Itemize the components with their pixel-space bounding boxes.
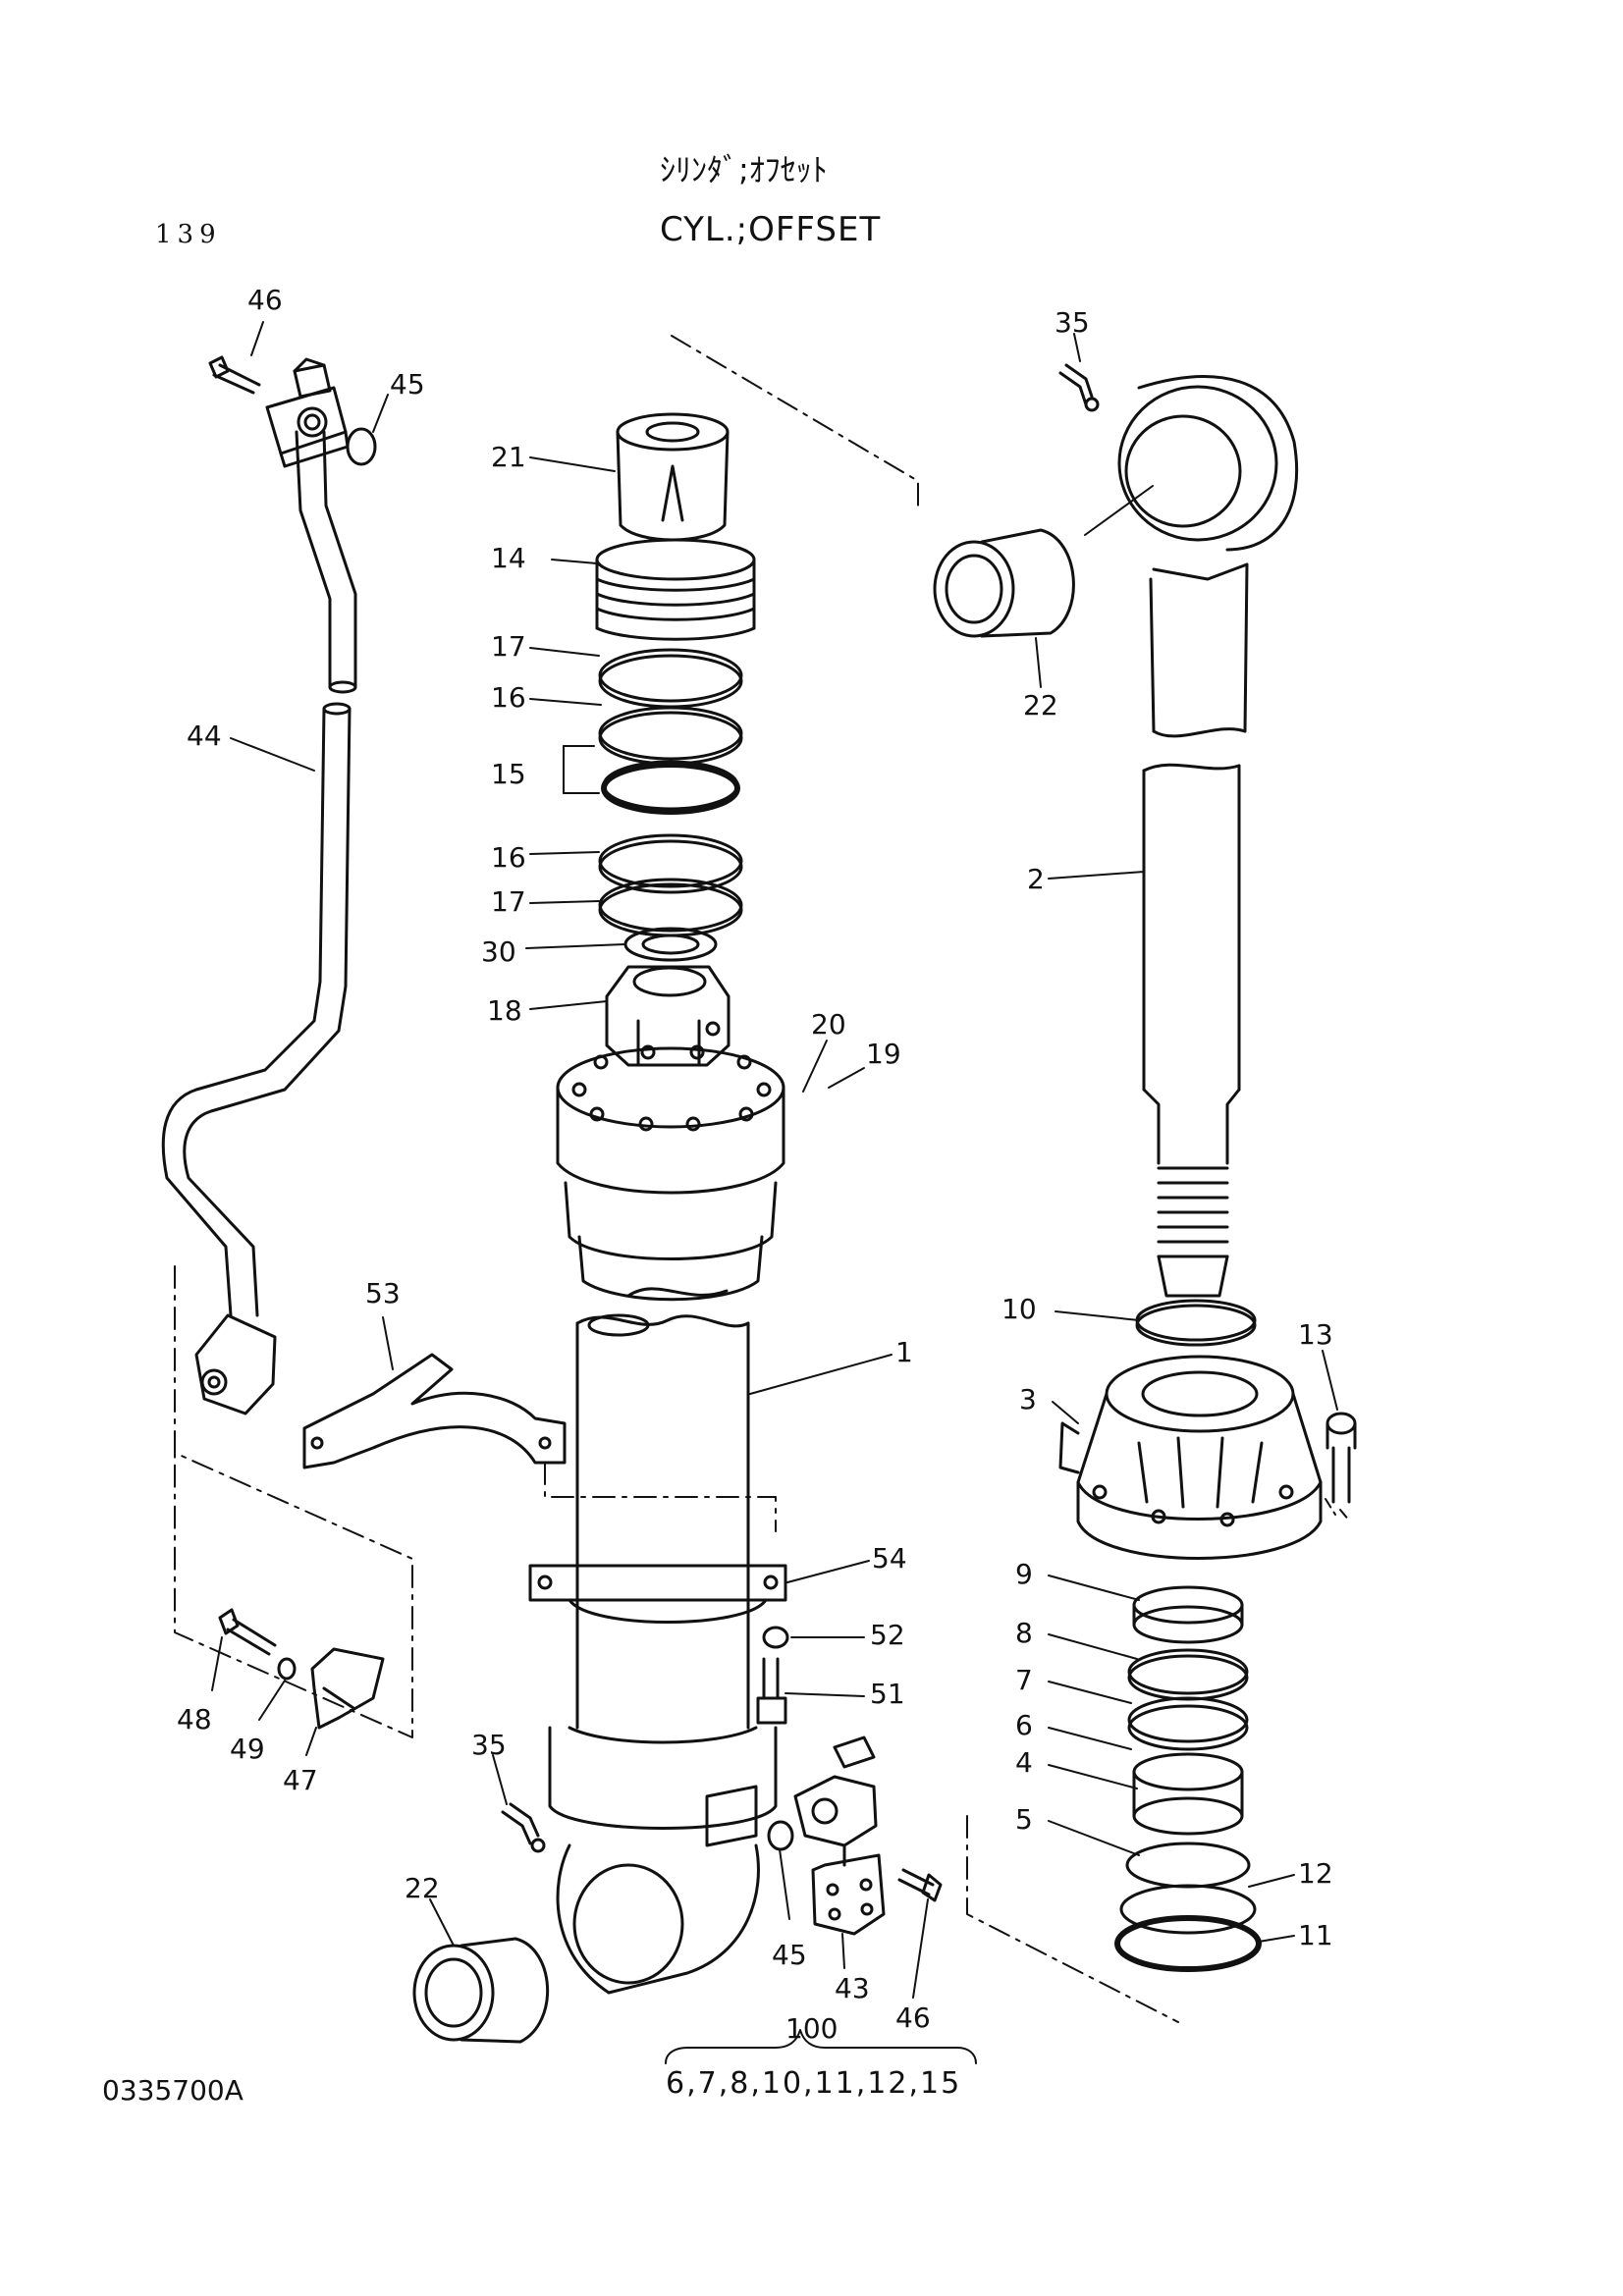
callout-7: 7 (1015, 1664, 1033, 1696)
rod-seal-stack (1114, 1585, 1262, 1972)
callout-4: 4 (1015, 1746, 1033, 1779)
callout-2: 2 (1027, 863, 1045, 895)
assembly-bracket-left (174, 1265, 413, 1738)
figure-number: 0335700A (102, 2074, 243, 2107)
kit-brace (665, 2029, 977, 2064)
kit-number: 100 (785, 2012, 839, 2045)
callout-1: 1 (895, 1336, 913, 1368)
callout-8: 8 (1015, 1617, 1033, 1649)
pipe-flange (265, 357, 350, 468)
callout-45: 45 (772, 1939, 807, 1971)
callout-21: 21 (491, 441, 526, 473)
bolt-46-upper (208, 355, 261, 395)
callout-35: 35 (471, 1729, 507, 1761)
callout-15: 15 (491, 758, 526, 790)
callout-14: 14 (491, 542, 526, 574)
bolt-48-washer-49-clip-47 (218, 1608, 385, 1730)
assembly-line-top (671, 335, 919, 507)
pipe-assembly-44 (161, 357, 357, 1415)
callout-54: 54 (872, 1542, 907, 1575)
bushing-22-lower (412, 1937, 550, 2044)
bushing-22-upper (933, 528, 1075, 638)
assembly-line-right (966, 1815, 1179, 2023)
callout-35: 35 (1055, 306, 1090, 339)
callout-48: 48 (177, 1703, 212, 1735)
callout-22: 22 (405, 1872, 440, 1904)
piston-parts-stack (595, 412, 756, 1067)
socket-bolt-13 (1325, 1412, 1357, 1522)
callout-11: 11 (1298, 1919, 1333, 1951)
o-ring-45-upper (346, 427, 377, 466)
callout-18: 18 (487, 994, 522, 1027)
grease-nipple-35-upper (1058, 363, 1100, 412)
callout-22: 22 (1023, 689, 1058, 721)
callout-16: 16 (491, 681, 526, 714)
rod-head-3 (1058, 1299, 1323, 1560)
callout-20: 20 (811, 1008, 846, 1041)
callout-6: 6 (1015, 1709, 1033, 1741)
callout-43: 43 (835, 1972, 870, 2004)
bolt-51-washer-52 (756, 1626, 789, 1725)
callout-47: 47 (283, 1764, 318, 1796)
kit-contents: 6,7,8,10,11,12,15 (666, 2066, 962, 2101)
check-valve-block-43 (501, 1735, 943, 1936)
callout-52: 52 (870, 1619, 905, 1651)
callout-17: 17 (491, 630, 526, 663)
callout-51: 51 (870, 1678, 905, 1710)
callout-13: 13 (1298, 1318, 1333, 1351)
callout-3: 3 (1019, 1383, 1037, 1415)
callout-5: 5 (1015, 1803, 1033, 1836)
callout-44: 44 (187, 720, 222, 752)
callout-49: 49 (230, 1733, 265, 1765)
pipe-elbow (194, 1313, 277, 1415)
leader-lines (211, 321, 1338, 1999)
callout-53: 53 (365, 1277, 401, 1309)
title-japanese: ｼﾘﾝﾀﾞ;ｵﾌｾｯﾄ (660, 151, 828, 188)
clamp-bracket-53 (302, 1353, 777, 1532)
callout-17: 17 (491, 885, 526, 918)
callout-16: 16 (491, 841, 526, 874)
callout-30: 30 (481, 935, 516, 968)
callout-19: 19 (866, 1038, 901, 1070)
callout-46: 46 (247, 284, 283, 316)
callout-10: 10 (1001, 1293, 1037, 1325)
callout-9: 9 (1015, 1558, 1033, 1590)
piston-rod-2 (1117, 375, 1299, 1298)
title-english: CYL.;OFFSET (660, 210, 882, 249)
cylinder-tube-1 (528, 1044, 787, 1995)
callout-45: 45 (390, 368, 425, 400)
page-number: 139 (155, 220, 222, 249)
callout-12: 12 (1298, 1857, 1333, 1890)
callout-46: 46 (895, 2002, 931, 2034)
